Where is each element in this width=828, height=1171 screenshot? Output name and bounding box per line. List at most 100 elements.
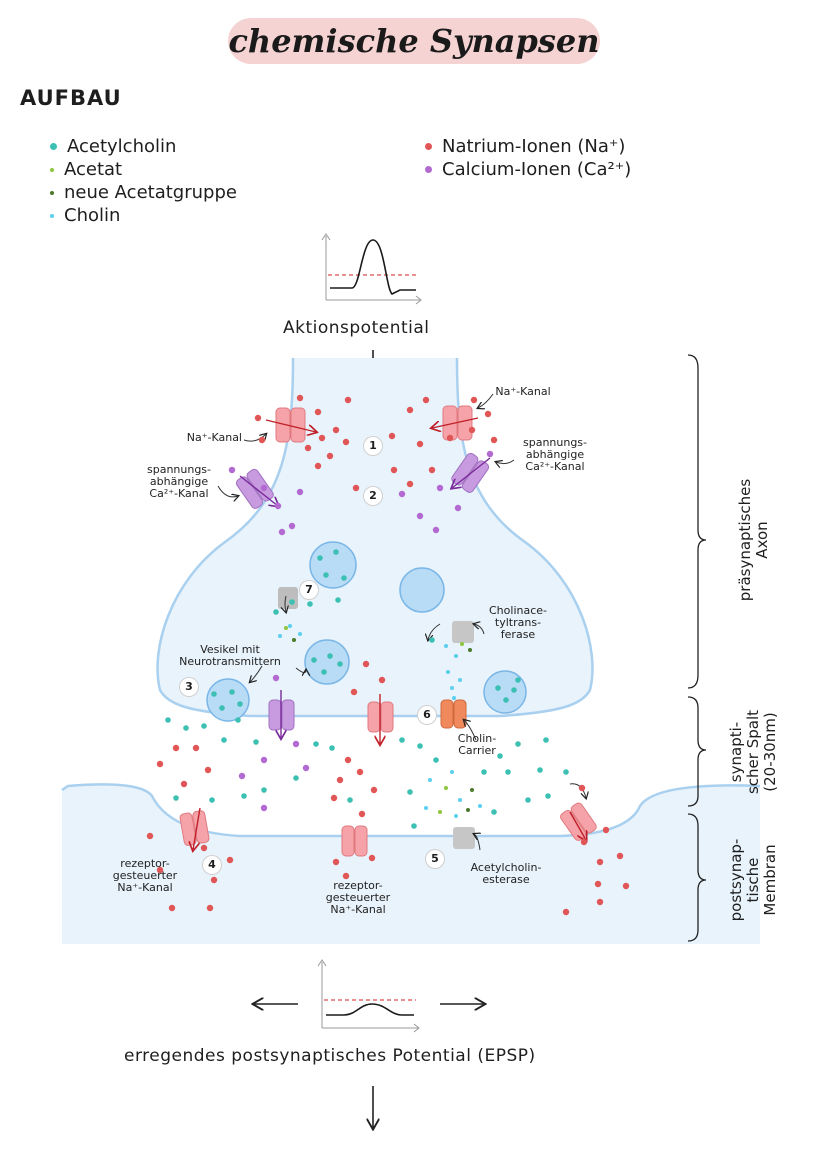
particle — [289, 599, 295, 605]
particle — [344, 756, 352, 764]
particle — [356, 768, 364, 776]
particle — [428, 778, 432, 782]
cholinacetyltransferase-label: Cholinace- tyltrans- ferase — [478, 605, 558, 641]
step-badge: 6 — [418, 706, 436, 724]
particle — [432, 526, 440, 534]
particle — [274, 502, 282, 510]
particle — [454, 654, 458, 658]
particle — [450, 770, 454, 774]
particle — [452, 696, 456, 700]
postsynaptisch-line-2: tische — [744, 857, 762, 903]
particle — [411, 823, 417, 829]
particle — [292, 740, 300, 748]
particle — [370, 786, 378, 794]
legend-label: Cholin — [64, 205, 121, 226]
particle — [235, 717, 241, 723]
particle — [317, 555, 323, 561]
particle — [342, 872, 350, 880]
vesikel-label: Vesikel mit Neurotransmittern — [162, 644, 298, 668]
rezeptor-left-line-2: gesteuerter — [112, 869, 178, 882]
step-badge: 1 — [364, 437, 382, 455]
particle — [307, 601, 313, 607]
particle — [284, 626, 288, 630]
particle — [596, 858, 604, 866]
rezeptor-left-line-1: rezeptor- — [120, 857, 170, 870]
particle — [446, 670, 450, 674]
particle — [337, 661, 343, 667]
particle — [444, 644, 448, 648]
particle — [192, 744, 200, 752]
particle — [330, 794, 338, 802]
particle — [484, 410, 492, 418]
acetat-dot — [50, 167, 54, 172]
rezeptor-left-line-3: Na⁺-Kanal — [117, 881, 173, 894]
particle — [238, 772, 246, 780]
acetylcholinesterase-label: Acetylcholin- esterase — [456, 862, 556, 886]
particle — [278, 634, 282, 638]
particle — [344, 396, 352, 404]
particle — [302, 764, 310, 772]
na-kanal-left-label: Na⁺-Kanal — [186, 431, 242, 444]
legend-label: neue Acetatgruppe — [64, 182, 237, 203]
particle — [433, 757, 439, 763]
particle — [537, 767, 543, 773]
rezeptor-mid-line-1: rezeptor- — [333, 879, 383, 892]
particle — [352, 484, 360, 492]
particle — [342, 438, 350, 446]
cholin-carrier — [440, 699, 467, 729]
ca-channel-right — [451, 452, 490, 493]
receptor-channel-mid — [341, 825, 368, 857]
step-badge: 3 — [180, 678, 198, 696]
particle — [260, 484, 268, 492]
particle — [406, 406, 414, 414]
spalt-line-3: (20-30nm) — [761, 712, 779, 792]
ca-kanal-left-line-1: spannungs- — [146, 463, 212, 476]
particle — [347, 797, 353, 803]
na-channel-bottom — [367, 694, 394, 744]
particle — [261, 787, 267, 793]
particle — [545, 793, 551, 799]
legend-item-natrium: Natrium-Ionen (Na⁺) — [425, 136, 625, 157]
particle — [326, 452, 334, 460]
particle — [146, 832, 154, 840]
ca-kanal-right-label: spannungs- abhängige Ca²⁺-Kanal — [514, 437, 596, 473]
particle — [481, 769, 487, 775]
particle — [313, 741, 319, 747]
particle — [209, 797, 215, 803]
praesynaptisch-line-2: Axon — [753, 521, 771, 559]
particle — [180, 780, 188, 788]
rezeptor-mid-line-2: gesteuerter — [325, 891, 391, 904]
particle — [293, 775, 299, 781]
particle — [368, 854, 376, 862]
na-kanal-right-label: Na⁺-Kanal — [495, 385, 551, 398]
step-badge: 5 — [426, 850, 444, 868]
particle — [318, 434, 326, 442]
particle — [165, 717, 171, 723]
particle — [296, 488, 304, 496]
particle — [304, 444, 312, 452]
legend-label: Acetat — [64, 159, 123, 180]
particles — [146, 394, 630, 916]
ca-kanal-left-label: spannungs- abhängige Ca²⁺-Kanal — [138, 464, 220, 500]
particle — [278, 528, 286, 536]
particle — [332, 858, 340, 866]
ca-kanal-right-line-1: spannungs- — [522, 436, 588, 449]
vesikel-line-2: Neurotransmittern — [179, 655, 281, 668]
particle — [229, 689, 235, 695]
particle — [470, 396, 478, 404]
spalt-line-2: scher Spalt — [744, 709, 762, 795]
particle — [454, 814, 458, 818]
legend-item-acetat: Acetat — [50, 159, 122, 180]
particle — [241, 793, 247, 799]
particle — [333, 549, 339, 555]
particle — [156, 760, 164, 768]
particle — [563, 769, 569, 775]
particle — [183, 725, 189, 731]
particle — [172, 744, 180, 752]
particle — [358, 810, 366, 818]
step-badge: 7 — [300, 581, 318, 599]
particle — [495, 685, 501, 691]
particle — [228, 466, 236, 474]
particle — [341, 575, 347, 581]
section-heading: AUFBAU — [20, 86, 122, 110]
